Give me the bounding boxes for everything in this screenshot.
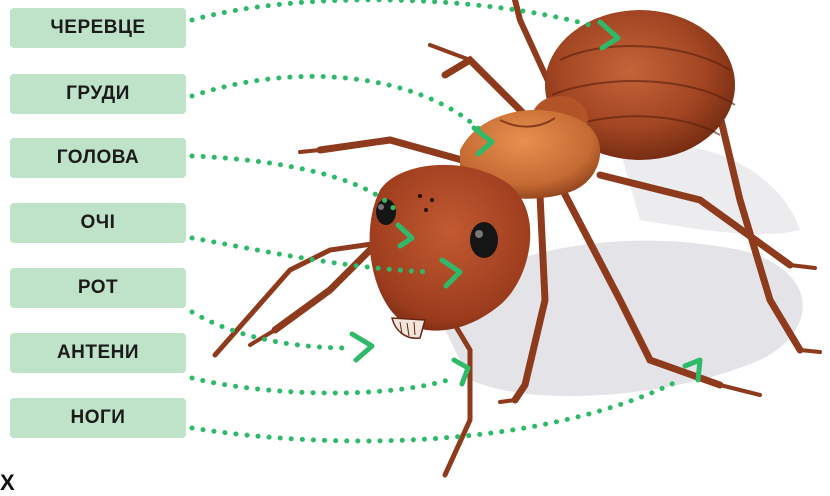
pointer-mouth <box>192 312 350 348</box>
label-mouth: РОТ <box>10 268 186 308</box>
label-abdomen: ЧЕРЕВЦЕ <box>10 8 186 48</box>
label-legs: НОГИ <box>10 398 186 438</box>
ant-eye-left <box>376 199 396 225</box>
label-thorax: ГРУДИ <box>10 74 186 114</box>
footer-glyph: Х <box>0 470 15 496</box>
pointer-abdomen <box>192 0 590 25</box>
label-eyes: ОЧІ <box>10 203 186 243</box>
ant-eye-right <box>470 222 498 258</box>
chevron-icon <box>352 334 372 360</box>
label-head: ГОЛОВА <box>10 138 186 178</box>
pointer-thorax <box>192 76 480 130</box>
pointer-antennae <box>192 378 448 393</box>
label-antennae: АНТЕНИ <box>10 333 186 373</box>
pointer-head <box>192 156 395 210</box>
